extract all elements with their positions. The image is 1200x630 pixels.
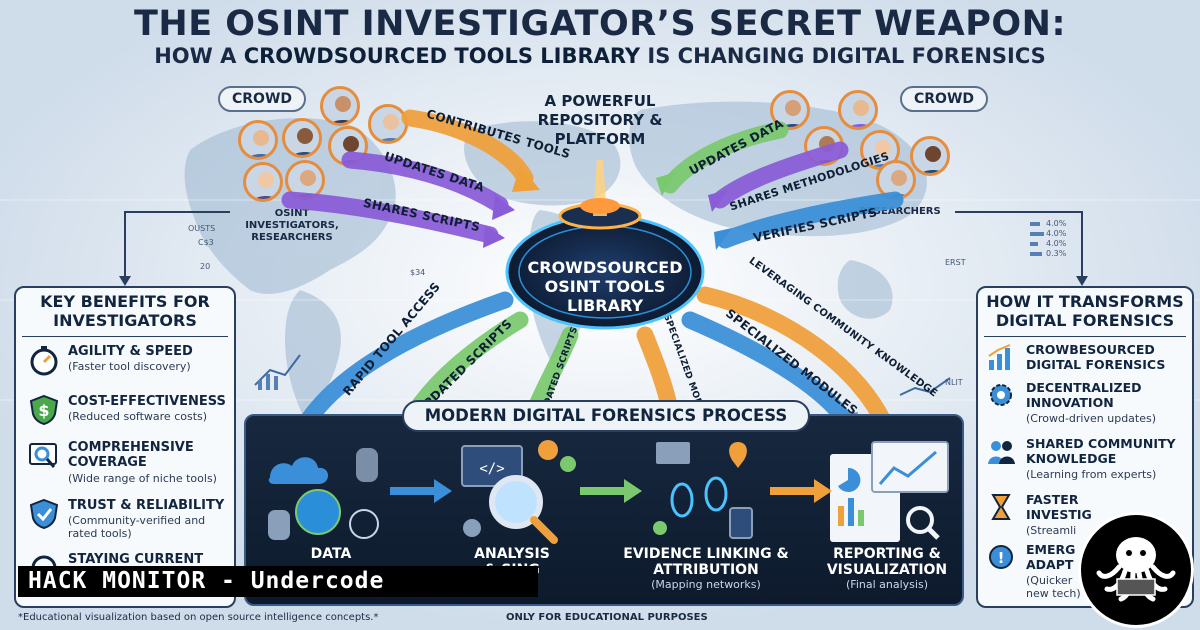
glowing-core-icon bbox=[558, 160, 642, 230]
arrow-updates-data-right bbox=[661, 121, 789, 194]
map-tick: C$3 bbox=[198, 238, 214, 247]
arrow-contributes-tools bbox=[401, 109, 534, 187]
repository-caption: A POWERFUL REPOSITORY & PLATFORM bbox=[537, 92, 663, 148]
process-title: MODERN DIGITAL FORENSICS PROCESS bbox=[402, 400, 810, 432]
avatar bbox=[838, 90, 878, 130]
brand-banner: HACK MONITOR - Undercode bbox=[18, 566, 538, 597]
map-tick: OUSTS bbox=[188, 224, 216, 233]
crowd-left-label: CROWD bbox=[218, 86, 307, 112]
map-tick: 20 bbox=[200, 262, 211, 271]
process-step-evidence: EVIDENCE LINKING & ATTRIBUTION (Mapping … bbox=[623, 546, 789, 591]
avatar bbox=[282, 118, 322, 158]
process-step-data: DATA bbox=[310, 546, 352, 562]
avatar bbox=[243, 162, 283, 202]
map-tick: 4.0% bbox=[1046, 229, 1067, 238]
crowd-right-label: CROWD bbox=[900, 86, 989, 112]
map-tick: 4.0% bbox=[1046, 219, 1067, 228]
bar-chart-icon bbox=[988, 344, 1011, 370]
avatar bbox=[238, 120, 278, 160]
dollar-shield-icon: $ bbox=[29, 394, 59, 426]
footer-purpose: ONLY FOR EDUCATIONAL PURPOSES bbox=[506, 612, 708, 623]
avatar bbox=[320, 86, 360, 126]
arrow-verifies-scripts bbox=[716, 191, 904, 249]
map-tick: NLIT bbox=[945, 378, 963, 387]
process-step-reporting: REPORTING & VISUALIZATION (Final analysi… bbox=[826, 546, 948, 591]
process-arrow-3 bbox=[770, 479, 832, 503]
octopus-logo-badge bbox=[1078, 512, 1194, 628]
crowd-right-caption: RESEARCHERS bbox=[859, 206, 941, 217]
stopwatch-icon bbox=[30, 346, 58, 376]
arrow-shares-methodologies bbox=[711, 141, 849, 209]
arrow-specialized-modules bbox=[681, 311, 854, 429]
magnifier-screen-icon bbox=[29, 443, 57, 468]
footprints-network-icon bbox=[653, 442, 753, 539]
arrow-updates-data-left bbox=[341, 151, 509, 214]
svg-text:</>: </> bbox=[479, 461, 504, 477]
map-tick: $34 bbox=[410, 268, 426, 277]
map-tick: 0.3% bbox=[1046, 249, 1067, 258]
page-subtitle: HOW A CROWDSOURCED TOOLS LIBRARY IS CHAN… bbox=[154, 44, 1046, 68]
arrow-shares-scripts bbox=[281, 191, 499, 244]
gear-icon bbox=[990, 384, 1012, 406]
report-dashboard-icon bbox=[830, 441, 949, 542]
process-arrow-1 bbox=[390, 479, 452, 503]
crowd-left-caption: OSINT INVESTIGATORS, RESEARCHERS bbox=[245, 208, 339, 243]
svg-text:!: ! bbox=[998, 549, 1005, 567]
alert-gear-icon: ! bbox=[989, 545, 1013, 569]
footer-disclaimer: *Educational visualization based on open… bbox=[18, 612, 379, 623]
arrow-leveraging-knowledge bbox=[696, 286, 894, 434]
map-tick: 4.0% bbox=[1046, 239, 1067, 248]
arrow-rapid-tool-access bbox=[296, 291, 514, 434]
people-icon bbox=[988, 441, 1015, 464]
hub-platform bbox=[505, 214, 705, 330]
divider bbox=[984, 336, 1186, 337]
hourglass-icon bbox=[991, 494, 1011, 520]
svg-text:$: $ bbox=[38, 401, 49, 420]
avatar bbox=[910, 136, 950, 176]
arrow-specialized-modules-small bbox=[636, 326, 679, 419]
divider bbox=[22, 336, 228, 337]
octopus-icon bbox=[1096, 537, 1176, 602]
code-magnifier-icon: </> bbox=[461, 440, 576, 544]
map-tick: ERST bbox=[945, 258, 966, 267]
check-shield-icon bbox=[29, 498, 59, 530]
process-arrow-2 bbox=[580, 479, 642, 503]
cloud-database-icon bbox=[268, 448, 379, 540]
page-title: THE OSINT INVESTIGATOR’S SECRET WEAPON: bbox=[134, 4, 1066, 44]
